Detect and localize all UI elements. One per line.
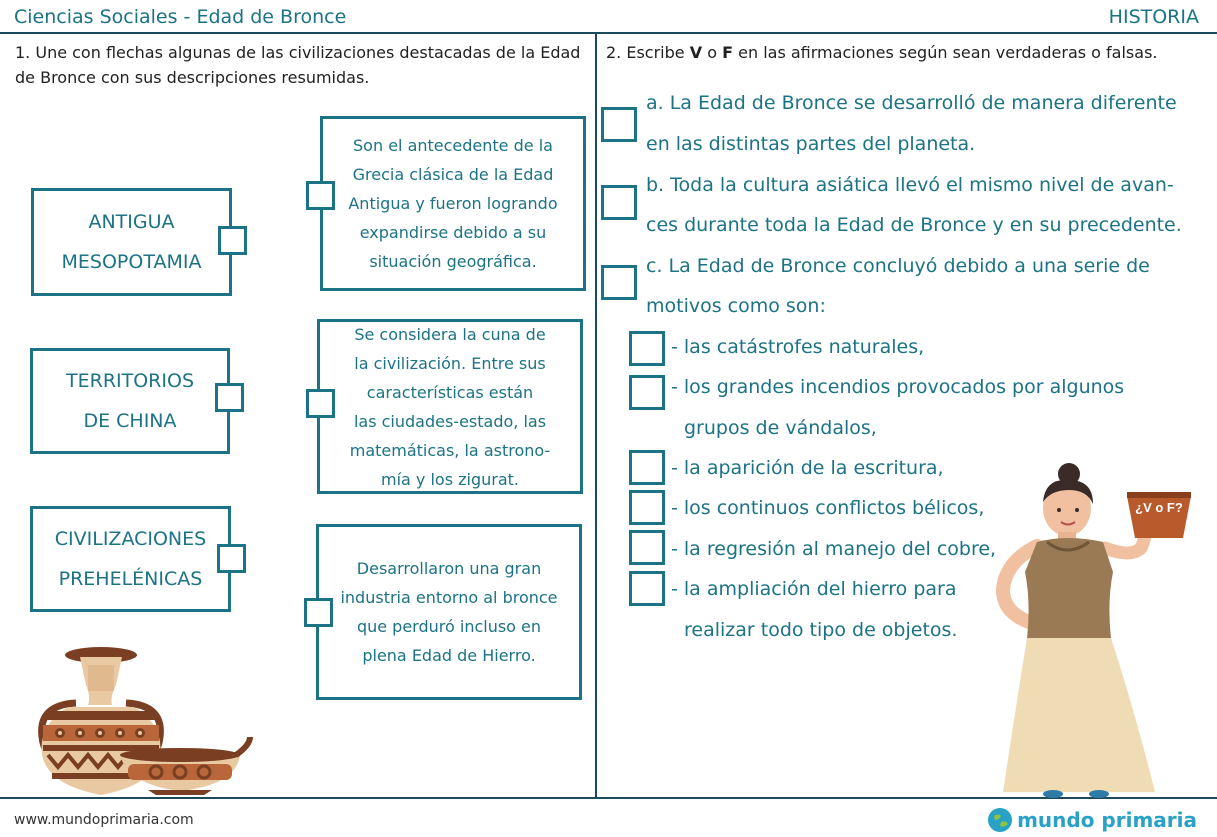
vof-sign-text: ¿V o F?: [1135, 500, 1183, 515]
civilization-label: CIVILIZACIONES: [54, 528, 207, 550]
motive-6-line1: - la ampliación del hierro para: [671, 578, 957, 600]
description-line: características están: [366, 382, 534, 402]
civilization-label: PREHELÉNICAS: [58, 568, 203, 590]
answer-box-motive-2[interactable]: [629, 375, 665, 410]
description-line: las ciudades-estado, las: [353, 411, 547, 431]
answer-box-motive-3[interactable]: [629, 450, 665, 485]
answer-box-a[interactable]: [601, 107, 637, 142]
pottery-illustration: [38, 647, 253, 795]
description-line: Antigua y fueron logrando: [348, 194, 558, 213]
civilization-connector-checkbox[interactable]: [217, 544, 246, 573]
subject-title: Ciencias Sociales - Edad de Bronce: [14, 6, 347, 28]
brand-logo[interactable]: mundo primaria: [987, 807, 1197, 833]
instruction-text: o: [707, 43, 717, 62]
answer-box-c[interactable]: [601, 265, 637, 300]
answer-box-motive-5[interactable]: [629, 530, 665, 565]
civilization-label: DE CHINA: [83, 410, 177, 432]
woman-illustration: ¿V o F?: [995, 463, 1191, 798]
description-box-1[interactable]: Son el antecedente de la Grecia clásica …: [320, 116, 586, 291]
motive-1: - las catástrofes naturales,: [671, 336, 925, 358]
instruction-text: en las afirmaciones según sean verdadera…: [738, 43, 1158, 62]
description-line: situación geográfica.: [369, 252, 537, 271]
footer-url[interactable]: www.mundoprimaria.com: [14, 812, 194, 828]
civilization-label: MESOPOTAMIA: [61, 251, 202, 273]
statement-b-line1: b. Toda la cultura asiática llevó el mis…: [646, 174, 1174, 196]
civilization-label: ANTIGUA: [88, 211, 175, 233]
civilization-box-prehelenicas[interactable]: CIVILIZACIONES PREHELÉNICAS: [30, 506, 231, 612]
column-divider: [595, 33, 597, 798]
answer-box-motive-6[interactable]: [629, 571, 665, 606]
description-connector-checkbox[interactable]: [304, 598, 333, 627]
area-title: HISTORIA: [1108, 6, 1199, 28]
answer-box-b[interactable]: [601, 185, 637, 220]
motive-4: - los continuos conflictos bélicos,: [671, 497, 985, 519]
description-line: industria entorno al bronce: [340, 588, 558, 607]
description-box-2[interactable]: Se considera la cuna de la civilización.…: [317, 319, 583, 494]
description-connector-checkbox[interactable]: [306, 389, 335, 418]
statement-a-line1: a. La Edad de Bronce se desarrolló de ma…: [646, 92, 1177, 114]
description-line: mía y los zigurat.: [380, 469, 519, 489]
description-line: Grecia clásica de la Edad: [352, 165, 554, 184]
motive-2-line2: grupos de vándalos,: [684, 417, 877, 439]
brand-name: mundo primaria: [1017, 808, 1197, 832]
description-box-3[interactable]: Desarrollaron una gran industria entorno…: [316, 524, 582, 700]
civilization-box-china[interactable]: TERRITORIOS DE CHINA: [30, 348, 230, 454]
statement-a-line2: en las distintas partes del planeta.: [646, 133, 976, 155]
exercise2-instruction: 2. Escribe V o F en las afirmaciones seg…: [606, 40, 1206, 65]
motive-5: - la regresión al manejo del cobre,: [671, 538, 997, 560]
motive-6-line2: realizar todo tipo de objetos.: [684, 619, 958, 641]
civilization-label: TERRITORIOS: [66, 370, 194, 392]
motive-2-line1: - los grandes incendios provocados por a…: [671, 376, 1125, 398]
true-letter: V: [689, 43, 703, 62]
false-letter: F: [722, 43, 734, 62]
civilization-box-mesopotamia[interactable]: ANTIGUA MESOPOTAMIA: [31, 188, 232, 296]
description-line: Desarrollaron una gran: [356, 559, 542, 578]
civilization-connector-checkbox[interactable]: [218, 226, 247, 255]
answer-box-motive-4[interactable]: [629, 490, 665, 525]
statement-c-line1: c. La Edad de Bronce concluyó debido a u…: [646, 255, 1150, 277]
statement-b-line2: ces durante toda la Edad de Bronce y en …: [646, 214, 1182, 236]
instruction-text: 2. Escribe: [606, 43, 685, 62]
description-line: plena Edad de Hierro.: [362, 646, 536, 665]
description-line: que perduró incluso en: [356, 617, 542, 636]
description-line: Se considera la cuna de: [354, 324, 546, 344]
description-line: expandirse debido a su: [359, 223, 547, 242]
civilization-connector-checkbox[interactable]: [215, 383, 244, 412]
description-line: la civilización. Entre sus: [354, 353, 546, 373]
description-line: matemáticas, la astrono-: [349, 440, 551, 460]
footer-divider: [0, 797, 1217, 799]
globe-icon: [988, 808, 1013, 832]
exercise1-instruction: 1. Une con flechas algunas de las civili…: [15, 43, 581, 87]
description-line: Son el antecedente de la: [353, 136, 553, 155]
answer-box-motive-1[interactable]: [629, 331, 665, 366]
statement-c-line2: motivos como son:: [646, 295, 826, 317]
header-divider: [0, 32, 1217, 34]
description-connector-checkbox[interactable]: [306, 181, 335, 210]
motive-3: - la aparición de la escritura,: [671, 457, 944, 479]
